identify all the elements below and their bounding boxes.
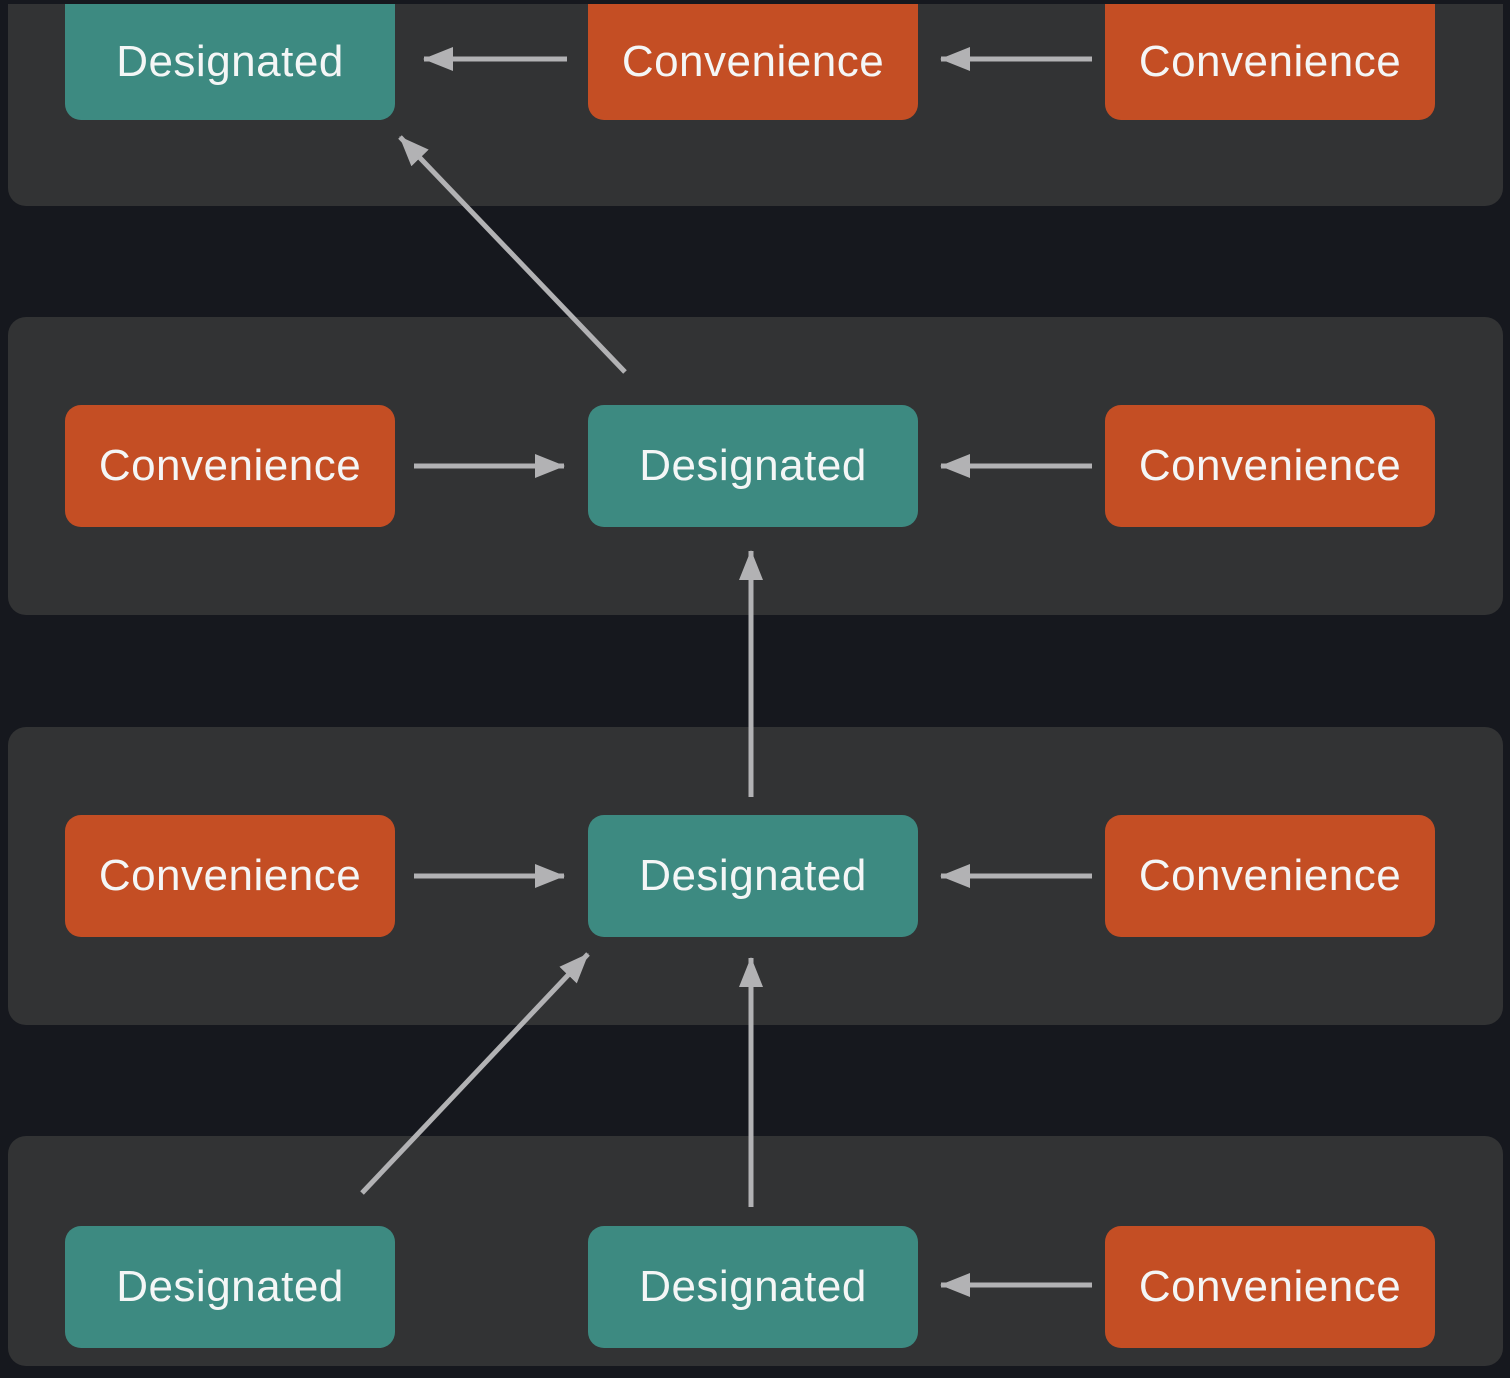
initializer-box-designated: Designated xyxy=(588,405,918,527)
initializer-box-convenience: Convenience xyxy=(65,815,395,937)
initializer-box-label: Designated xyxy=(639,1262,867,1311)
initializer-box-label: Designated xyxy=(116,1262,344,1311)
initializer-box-designated: Designated xyxy=(588,815,918,937)
initializer-box-label: Convenience xyxy=(1138,851,1402,900)
initializer-box-label: Convenience xyxy=(98,851,362,900)
initializer-box-convenience: Convenience xyxy=(1105,405,1435,527)
initializer-box-convenience: Convenience xyxy=(65,405,395,527)
initializer-box-label: Convenience xyxy=(621,37,885,86)
initializer-box-designated: Designated xyxy=(65,1226,395,1348)
initializer-box-designated: Designated xyxy=(588,1226,918,1348)
initializer-box-label: Designated xyxy=(639,441,867,490)
initializer-box-convenience: Convenience xyxy=(1105,4,1435,120)
initializer-box-label: Convenience xyxy=(1138,1262,1402,1311)
initializer-box-convenience: Convenience xyxy=(588,4,918,120)
initializer-box-label: Convenience xyxy=(1138,37,1402,86)
initializer-box-label: Convenience xyxy=(1138,441,1402,490)
initializer-box-designated: Designated xyxy=(65,4,395,120)
initializer-box-label: Designated xyxy=(639,851,867,900)
initializer-box-label: Designated xyxy=(116,37,344,86)
initializer-box-label: Convenience xyxy=(98,441,362,490)
initializer-box-convenience: Convenience xyxy=(1105,1226,1435,1348)
initializer-box-convenience: Convenience xyxy=(1105,815,1435,937)
